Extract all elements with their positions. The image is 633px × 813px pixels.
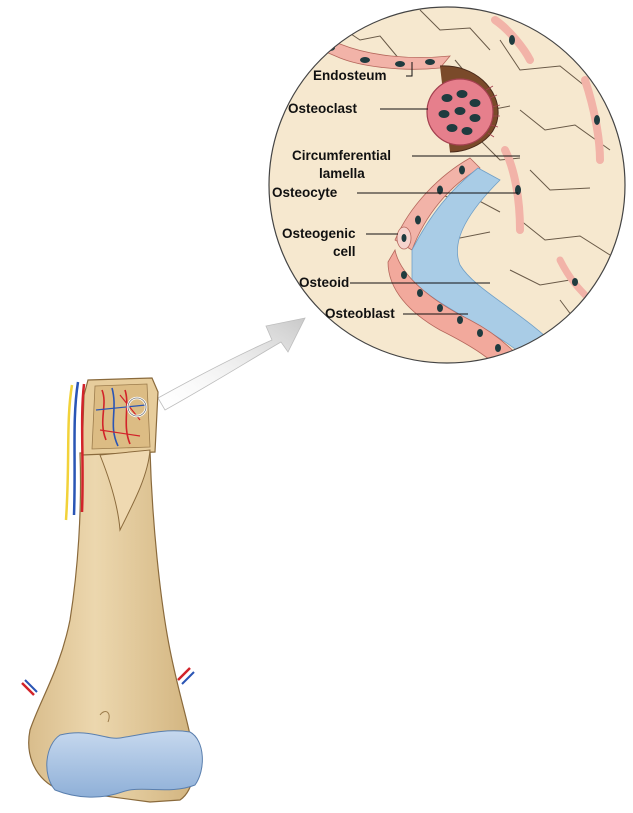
blood-vessels [66,382,84,520]
label-osteoblast-text: Osteoblast [325,306,395,321]
label-cell-text: cell [333,244,356,259]
marrow-cavity [92,384,150,449]
label-lamella-text: lamella [319,166,365,181]
label-osteogenic-text: Osteogenic [282,226,356,241]
magnification-arrow [158,318,305,410]
label-endosteum-text: Endosteum [313,68,387,83]
label-osteocyte-text: Osteocyte [272,185,338,200]
label-osteoclast-text: Osteoclast [288,101,358,116]
label-circumferential-text: Circumferential [292,148,391,163]
articular-cartilage [47,731,203,797]
label-osteoid-text: Osteoid [299,275,349,290]
